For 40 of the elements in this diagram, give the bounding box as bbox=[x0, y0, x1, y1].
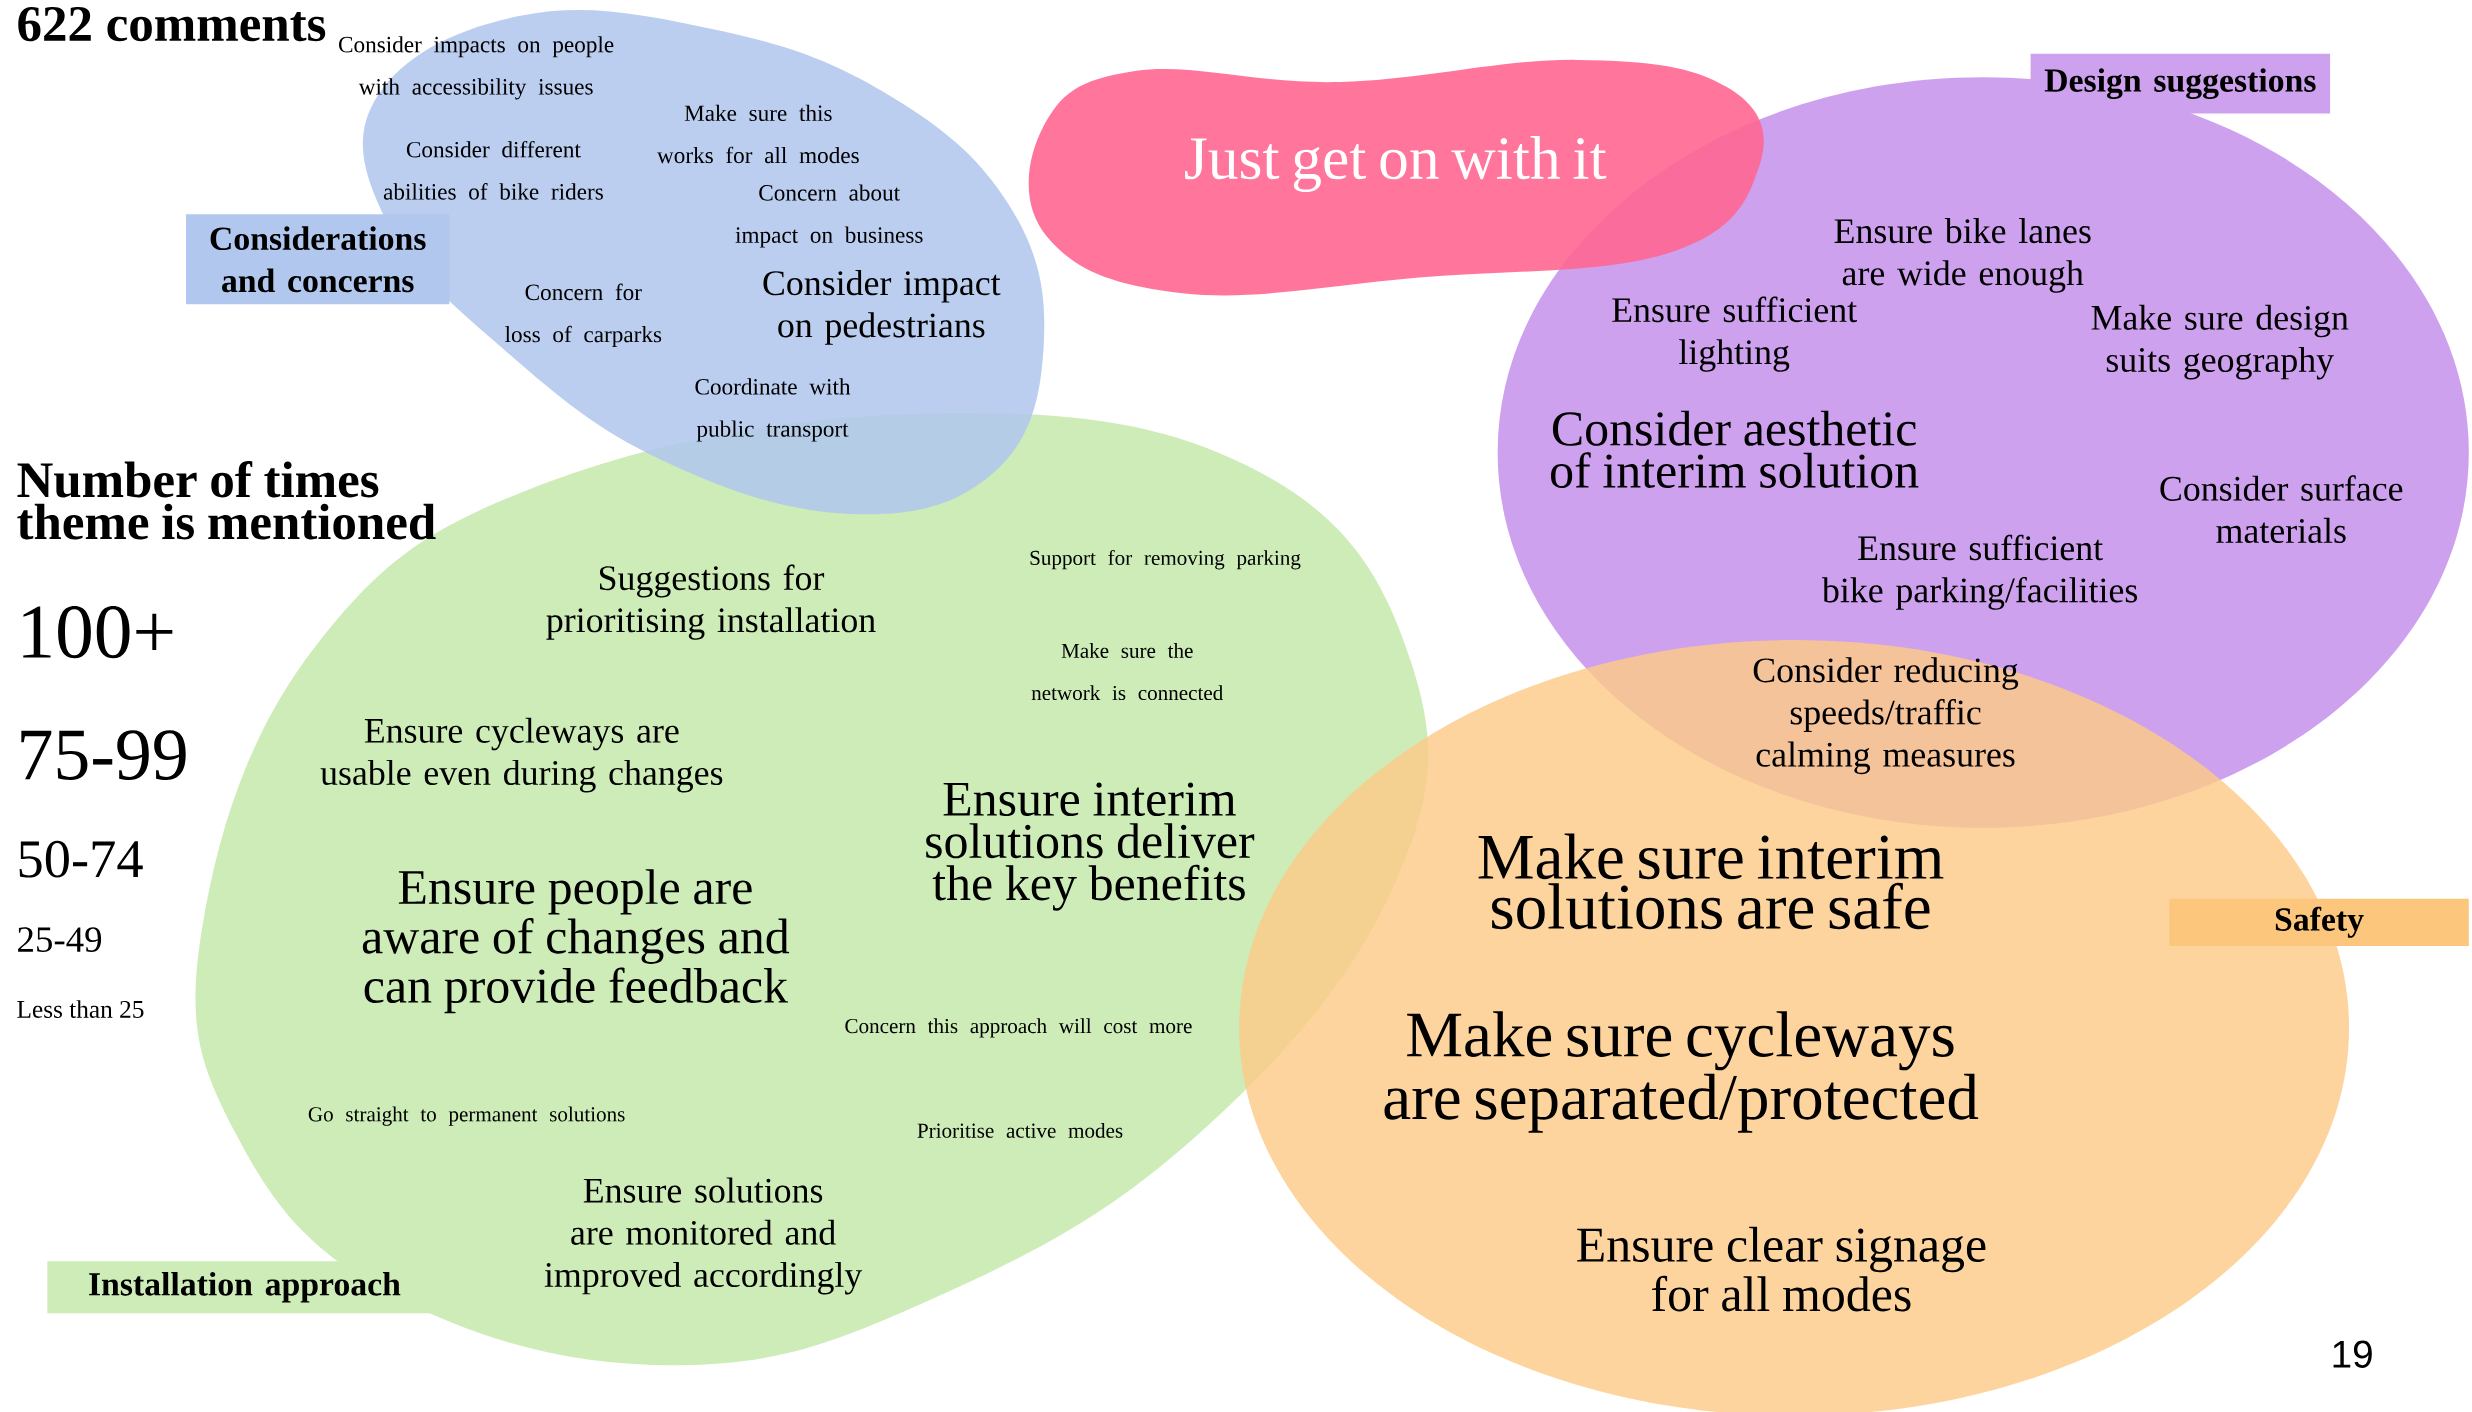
theme-text: Ensure people are aware of changes and can provide feedback bbox=[362, 869, 790, 1014]
heading: 622 comments bbox=[18, 7, 326, 42]
theme-text: Concern this approach will cost more bbox=[845, 1018, 1192, 1038]
size-key: Less than 25 bbox=[17, 1000, 144, 1018]
theme-text: Concern about impact on business bbox=[735, 184, 923, 248]
category-tag: Safety bbox=[2169, 898, 2469, 946]
theme-text: Ensure solutions are monitored and improved accordingly bbox=[544, 1177, 863, 1295]
legend-title: Number of times theme is mentioned bbox=[17, 461, 436, 540]
theme-text: Consider impacts on people with accessibility issues bbox=[339, 36, 614, 100]
theme-text: Go straight to permanent solutions bbox=[308, 1106, 625, 1126]
theme-text: Make sure cycleways are separated/protected bbox=[1384, 1011, 1979, 1133]
theme-text: Suggestions for prioritising installation bbox=[546, 564, 876, 640]
theme-text: Coordinate with public transport bbox=[695, 378, 851, 442]
size-key: 100+ bbox=[23, 606, 173, 659]
category-tag: Considerations and concerns bbox=[186, 214, 450, 305]
theme-text: Make sure this works for all modes bbox=[657, 104, 859, 164]
theme-text: Concern for loss of carparks bbox=[505, 283, 662, 348]
theme-text: Ensure clear signage for all modes bbox=[1577, 1226, 1986, 1312]
theme-text: Ensure sufficient bike parking/facilities bbox=[1821, 534, 2137, 610]
theme-text: Make sure design suits geography bbox=[2091, 304, 2349, 380]
theme-text: Consider reducing speeds/traffic calming measures bbox=[1753, 657, 2019, 775]
theme-text: Ensure cycleways are usable even during changes bbox=[320, 717, 723, 793]
theme-text: Ensure sufficient lighting bbox=[1612, 296, 1857, 372]
size-key: 50-74 bbox=[19, 840, 143, 878]
category-tag: Installation approach bbox=[47, 1261, 442, 1314]
page-number: 19 bbox=[2333, 1340, 2372, 1368]
theme-text: Ensure bike lanes are wide enough bbox=[1834, 218, 2091, 293]
size-key: 25-49 bbox=[18, 927, 102, 953]
theme-text: Make sure the network is connected bbox=[1031, 643, 1223, 701]
theme-text: Consider surface materials bbox=[2160, 475, 2403, 544]
theme-text: Prioritise active modes bbox=[917, 1122, 1123, 1138]
theme-text: Consider different abilities of bike riders bbox=[383, 140, 603, 200]
theme-text: Just get on with it bbox=[1185, 136, 1607, 192]
blob-region bbox=[1028, 59, 1764, 296]
theme-text: Support for removing parking bbox=[1030, 549, 1301, 570]
theme-text: Ensure interim solutions deliver the key benefits bbox=[926, 782, 1255, 911]
theme-text: Make sure interim solutions are safe bbox=[1478, 833, 1944, 930]
category-tag: Design suggestions bbox=[2030, 53, 2331, 114]
theme-text: Consider aesthetic of interim solution bbox=[1551, 410, 1919, 488]
theme-text: Consider impact on pedestrians bbox=[763, 270, 1001, 345]
